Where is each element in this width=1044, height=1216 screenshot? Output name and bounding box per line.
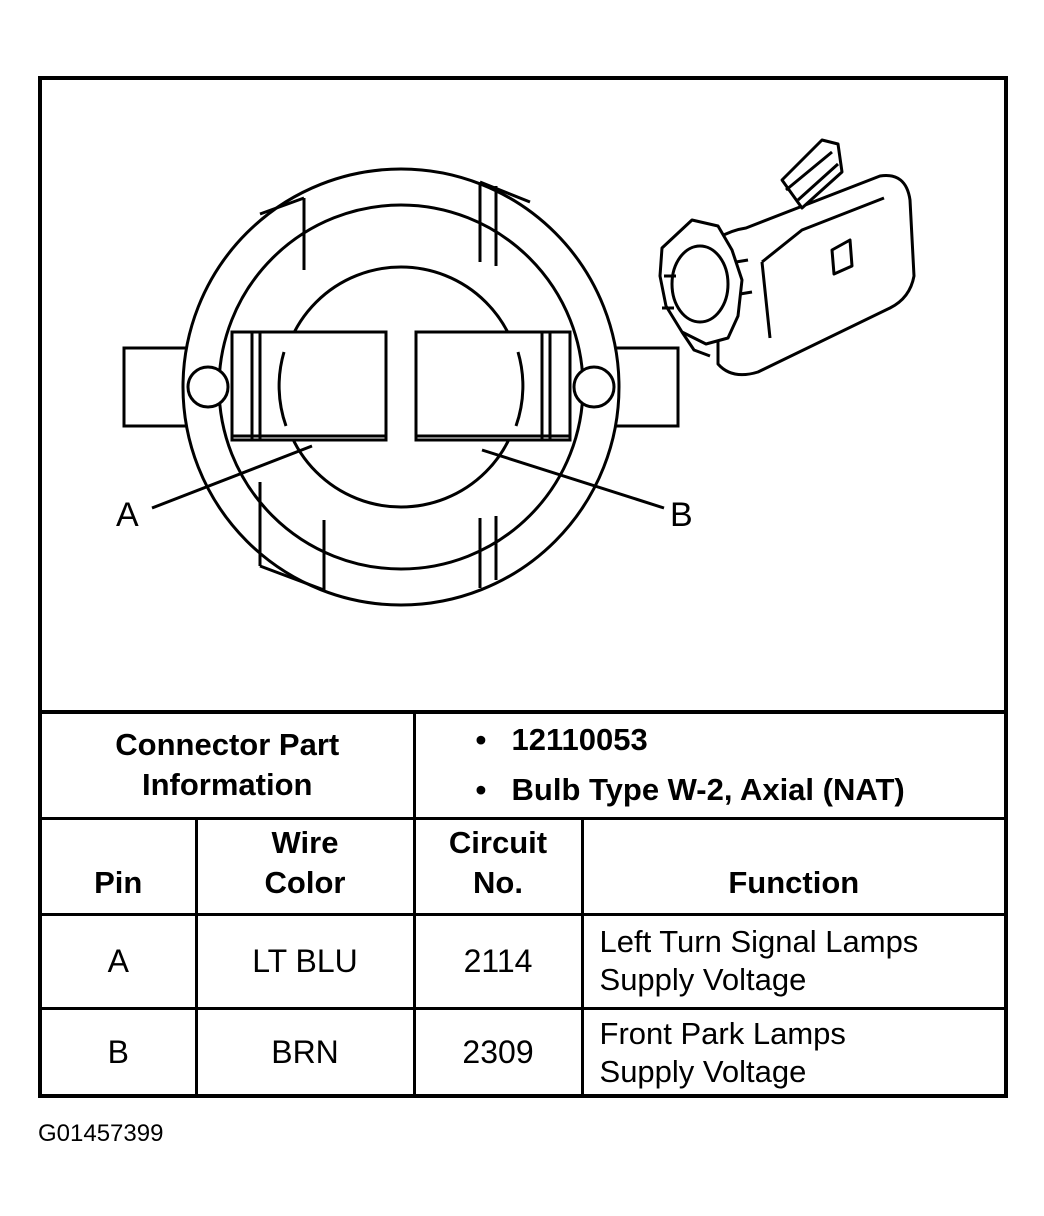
table-row: B BRN 2309 Front Park Lamps Supply Volta… [42,1006,1005,1096]
connector-part-row: Connector Part Information 12110053 Bulb… [42,710,1005,820]
bottom-left-lug [258,482,326,592]
row-a-circuit: 2114 [412,912,584,1010]
row-a-function: Left Turn Signal Lamps Supply Voltage [580,912,1005,1010]
right-mount-tab [612,346,680,428]
outer-housing-ring [181,167,621,607]
header-circuit-no: Circuit No. [412,816,584,916]
pin-label-b: B [670,496,693,534]
left-alignment-hole [186,365,230,409]
connector-face-diagram: A B [42,80,1004,710]
bottom-right-lug [478,516,498,588]
part-number: 12110053 [476,715,1005,765]
row-b-pin: B [42,1006,198,1096]
bulb-type: Bulb Type W-2, Axial (NAT) [476,765,1005,815]
row-a-pin: A [42,912,198,1010]
connector-part-list: 12110053 Bulb Type W-2, Axial (NAT) [412,710,1005,820]
right-alignment-hole [572,365,616,409]
table-header-row: Pin Wire Color Circuit No. Function [42,816,1005,916]
connector-isometric-view [658,138,916,377]
row-a-wire-color: LT BLU [194,912,416,1010]
connector-part-label: Connector Part Information [42,710,416,820]
row-b-wire-color: BRN [194,1006,416,1096]
left-mount-tab [122,346,188,428]
terminal-b [414,330,572,442]
header-wire-color: Wire Color [194,816,416,916]
table-row: A LT BLU 2114 Left Turn Signal Lamps Sup… [42,912,1005,1010]
connector-drawing: A B [116,138,916,607]
header-pin: Pin [42,816,198,916]
pin-label-a: A [116,496,139,534]
header-function: Function [580,816,1005,916]
leader-line-b [481,448,665,510]
row-b-circuit: 2309 [412,1006,584,1096]
row-b-function: Front Park Lamps Supply Voltage [580,1006,1005,1096]
connector-info-table: Connector Part Information 12110053 Bulb… [42,710,1005,1096]
leader-line-a [151,444,313,510]
terminal-a [230,330,388,442]
figure-id: G01457399 [38,1120,164,1147]
diagram-frame: A B Connector Part [38,76,1008,1098]
